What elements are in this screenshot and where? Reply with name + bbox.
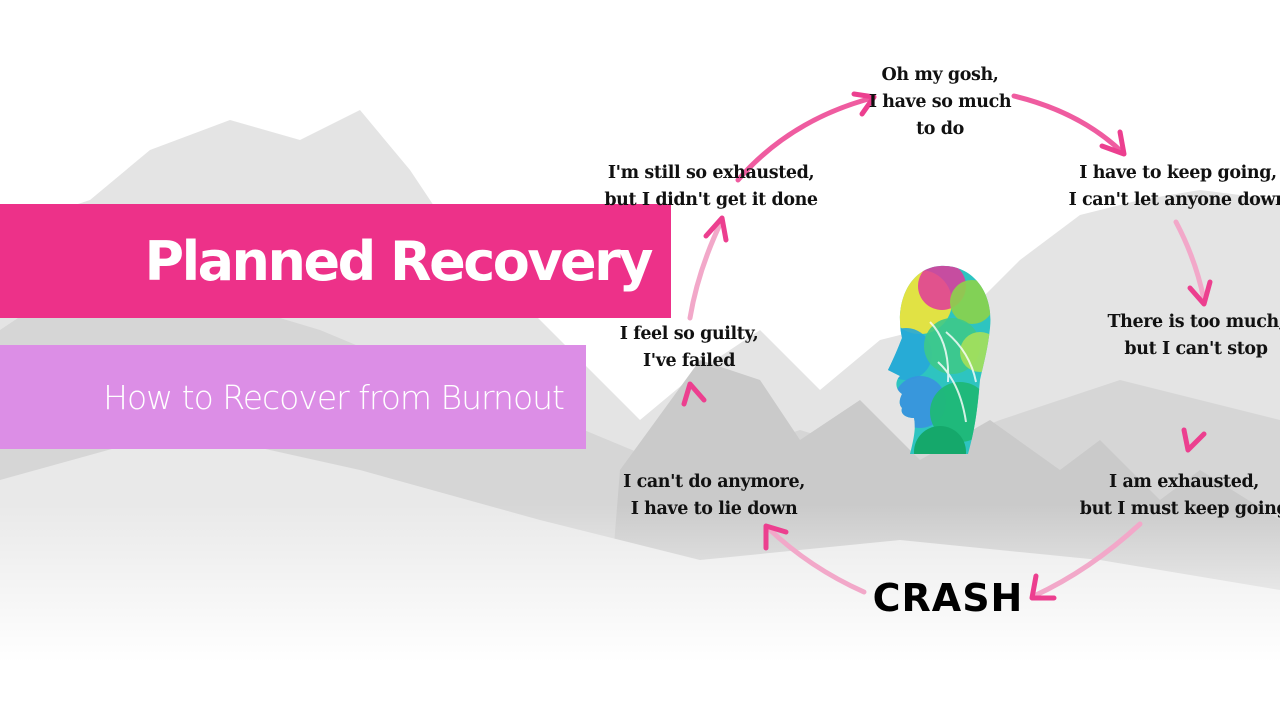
cycle-step-right-lower: I am exhausted, but I must keep going	[1080, 469, 1280, 523]
title-banner: Planned Recovery	[0, 204, 671, 318]
crash-label: CRASH	[872, 576, 1024, 620]
cycle-line: I'm still so exhausted,	[607, 163, 815, 183]
cycle-step-right-upper: I have to keep going, I can't let anyone…	[1069, 160, 1280, 214]
cycle-step-left-upper: I'm still so exhausted, but I didn't get…	[604, 160, 818, 214]
cycle-line: but I must keep going	[1079, 499, 1280, 519]
cycle-line: I am exhausted,	[1109, 472, 1259, 492]
cycle-line: Oh my gosh,	[881, 65, 999, 85]
cycle-line: I have so much	[868, 92, 1012, 112]
subtitle-banner: How to Recover from Burnout	[0, 345, 586, 449]
cycle-line: I have to lie down	[630, 499, 798, 519]
page-subtitle: How to Recover from Burnout	[103, 377, 565, 417]
cycle-line: to do	[916, 119, 964, 139]
cycle-line: There is too much,	[1107, 312, 1280, 332]
cycle-step-right-mid: There is too much, but I can't stop	[1108, 309, 1280, 363]
cycle-step-top: Oh my gosh, I have so much to do	[868, 62, 1012, 143]
cycle-line: I feel so guilty,	[619, 324, 759, 344]
cycle-step-left-mid: I feel so guilty, I've failed	[620, 321, 759, 375]
cycle-line: I can't do anymore,	[623, 472, 805, 492]
cycle-line: but I didn't get it done	[604, 190, 818, 210]
cycle-line: I've failed	[642, 351, 736, 371]
page-title: Planned Recovery	[144, 229, 654, 293]
cycle-step-left-lower: I can't do anymore, I have to lie down	[623, 469, 805, 523]
cycle-line: but I can't stop	[1124, 339, 1268, 359]
cycle-line: I have to keep going,	[1079, 163, 1277, 183]
cycle-line: I can't let anyone down	[1068, 190, 1280, 210]
colorful-head-silhouette-icon	[888, 265, 991, 454]
